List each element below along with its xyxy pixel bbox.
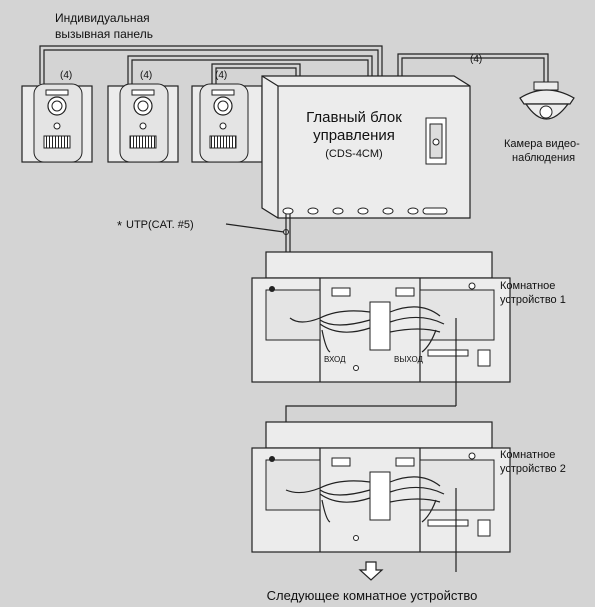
utp-label: UTP(CAT. #5) [126, 219, 194, 231]
door-panel-2 [107, 83, 179, 163]
down-arrow-icon [358, 561, 384, 581]
door-panel-3 [191, 83, 263, 163]
room1-caption-line2: устройство 1 [500, 294, 566, 306]
room-unit-1 [251, 251, 511, 406]
camera-caption-line2: наблюдения [512, 152, 575, 164]
panel-wires [39, 45, 549, 84]
camera-icon [519, 81, 575, 120]
room1-out-label: ВЫХОД [394, 355, 424, 364]
panel-caption-line2: вызывная панель [55, 27, 153, 41]
wire-tag-camera: (4) [470, 54, 482, 65]
main-unit-title-line1: Главный блок [306, 109, 402, 126]
door-panel-1 [21, 83, 93, 163]
main-unit-model: (CDS-4CM) [325, 148, 382, 160]
room2-caption-line1: Комнатное [500, 449, 555, 461]
room1-in-label: ВХОД [324, 355, 346, 364]
room1-caption-line1: Комнатное [500, 280, 555, 292]
panel-caption-line1: Индивидуальная [55, 11, 150, 25]
camera-caption-line1: Камера видео- [504, 138, 580, 150]
wire-tag-panel-2: (4) [140, 70, 152, 81]
utp-asterisk: * [117, 218, 122, 233]
room-unit-2 [251, 421, 511, 572]
wire-tag-panel-1: (4) [60, 70, 72, 81]
main-control-unit [261, 75, 471, 219]
footer-caption: Следующее комнатное устройство [267, 588, 478, 603]
wire-tag-panel-3: (4) [215, 70, 227, 81]
main-unit-title-line2: управления [313, 127, 395, 144]
room2-caption-line2: устройство 2 [500, 463, 566, 475]
